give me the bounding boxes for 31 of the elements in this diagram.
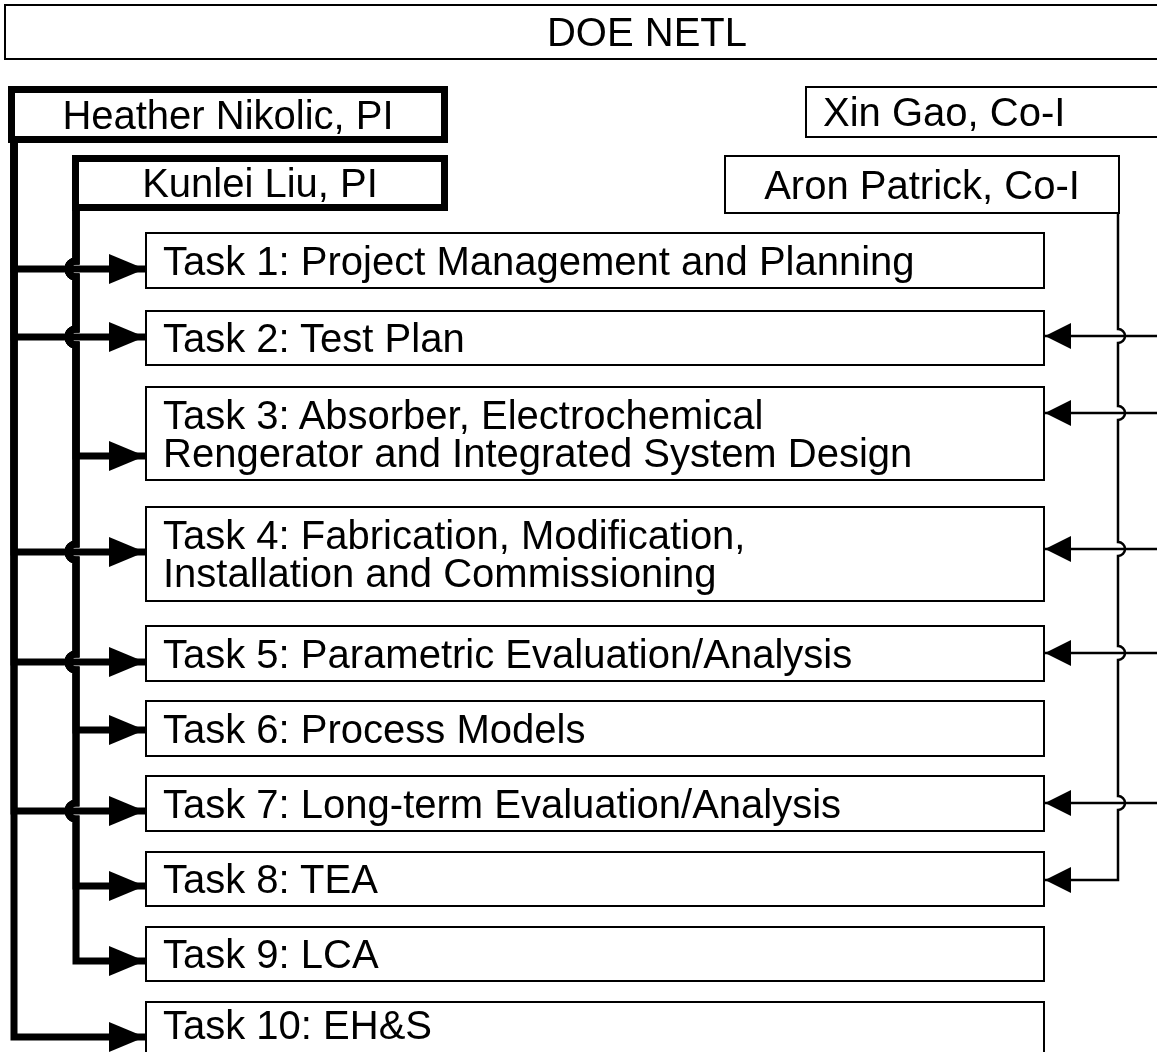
arrow	[1045, 400, 1157, 426]
box-label: Xin Gao, Co-I	[823, 93, 1066, 131]
box-label: Task 10: EH&S	[163, 1006, 432, 1044]
person-box	[805, 86, 1157, 138]
task-box	[145, 506, 1045, 602]
box-label: Task 9: LCA	[163, 935, 379, 973]
organization-box	[4, 4, 1157, 60]
task-box	[145, 386, 1045, 481]
person-box	[724, 155, 1120, 214]
person-box	[72, 155, 448, 211]
task-box	[145, 926, 1045, 982]
arrow	[1045, 640, 1157, 666]
box-label: Heather Nikolic, PI	[62, 95, 394, 134]
task-box	[145, 232, 1045, 289]
task-box	[145, 700, 1045, 757]
box-label: Aron Patrick, Co-I	[764, 165, 1080, 204]
box-label: Task 2: Test Plan	[163, 319, 465, 357]
box-label: DOE NETL	[546, 13, 747, 51]
box-label: Task 8: TEA	[163, 860, 378, 898]
box-label: Task 6: Process Models	[163, 709, 586, 748]
task-box	[145, 775, 1045, 832]
task-box	[145, 625, 1045, 682]
task-box	[145, 851, 1045, 907]
task-box	[145, 1001, 1045, 1052]
arrow	[1045, 790, 1157, 816]
arrow	[1045, 323, 1157, 349]
box-label: Kunlei Liu, PI	[142, 164, 378, 202]
arrow	[1045, 214, 1127, 893]
task-box	[145, 310, 1045, 366]
arrow	[1045, 536, 1157, 562]
person-box	[8, 86, 448, 143]
